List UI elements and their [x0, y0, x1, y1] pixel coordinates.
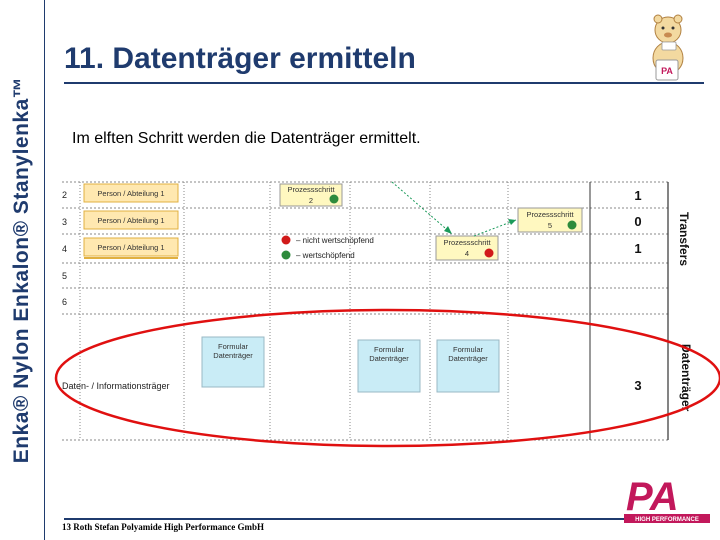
data-carrier-row-label: Daten- / Informationsträger: [62, 381, 170, 391]
carrier-box: Formular Datenträger: [436, 339, 500, 393]
carrier-box: Formular Datenträger: [201, 336, 265, 388]
svg-text:Person / Abteilung 1: Person / Abteilung 1: [97, 216, 164, 225]
side-brand-bar: Enka® Nylon Enkalon® Stanylenka™: [0, 0, 44, 540]
count-value: 1: [634, 188, 641, 203]
svg-text:2: 2: [309, 196, 313, 205]
footer-text: 13 Roth Stefan Polyamide High Performanc…: [62, 522, 264, 532]
svg-text:5: 5: [548, 221, 552, 230]
status-dot: [329, 194, 339, 204]
row-number: 4: [62, 244, 67, 254]
row-number: 2: [62, 190, 67, 200]
intro-text: Im elften Schritt werden die Datenträger…: [72, 130, 421, 147]
process-step-5: Prozessschritt 5: [517, 207, 583, 233]
count-value: 1: [634, 241, 641, 256]
svg-text:PA: PA: [661, 66, 673, 76]
svg-text:4: 4: [465, 249, 469, 258]
footer-rule: [64, 518, 624, 520]
svg-text:Prozessschritt: Prozessschritt: [526, 210, 574, 219]
legend-label: – nicht wertschöpfend: [296, 236, 374, 245]
flow-arrow: [391, 181, 517, 237]
svg-text:HIGH PERFORMANCE: HIGH PERFORMANCE: [635, 517, 699, 523]
row-number: 6: [62, 297, 67, 307]
row-number: 5: [62, 271, 67, 281]
pa-logo: PA HIGH PERFORMANCE: [624, 475, 710, 523]
data-carriers-label: Datenträger: [679, 344, 693, 412]
svg-text:Prozessschritt: Prozessschritt: [443, 238, 491, 247]
person-box: Person / Abteilung 1: [83, 237, 179, 257]
svg-text:Formular: Formular: [218, 342, 249, 351]
legend-label: – wertschöpfend: [296, 251, 355, 260]
status-dot: [484, 248, 494, 258]
legend-dot-green: [281, 250, 291, 260]
title-underline: [64, 82, 704, 84]
status-dot: [567, 220, 577, 230]
process-step-2: Prozessschritt 2: [279, 183, 343, 207]
transfers-label: Transfers: [677, 212, 691, 266]
count-value: 0: [634, 214, 641, 229]
highlight-ellipse: [54, 308, 720, 448]
svg-text:PA: PA: [626, 475, 679, 519]
person-box: Person / Abteilung 1: [83, 210, 179, 230]
svg-text:Person / Abteilung 1: Person / Abteilung 1: [97, 243, 164, 252]
bear-mascot-icon: PA: [652, 14, 684, 81]
row-number: 3: [62, 217, 67, 227]
legend-dot-red: [281, 235, 291, 245]
svg-text:Prozessschritt: Prozessschritt: [287, 185, 335, 194]
svg-text:Datenträger: Datenträger: [369, 354, 409, 363]
count-value: 3: [634, 378, 641, 393]
person-box: Person / Abteilung 1: [83, 183, 179, 203]
process-step-4: Prozessschritt 4: [435, 235, 499, 261]
side-divider: [44, 0, 45, 540]
svg-text:Datenträger: Datenträger: [213, 351, 253, 360]
page-title: 11. Datenträger ermitteln: [64, 42, 416, 75]
svg-text:Datenträger: Datenträger: [448, 354, 488, 363]
legend: – nicht wertschöpfend – wertschöpfend: [281, 235, 374, 260]
svg-text:Formular: Formular: [453, 345, 484, 354]
carrier-box: Formular Datenträger: [357, 339, 421, 393]
svg-text:Person / Abteilung 1: Person / Abteilung 1: [97, 189, 164, 198]
svg-text:Formular: Formular: [374, 345, 405, 354]
